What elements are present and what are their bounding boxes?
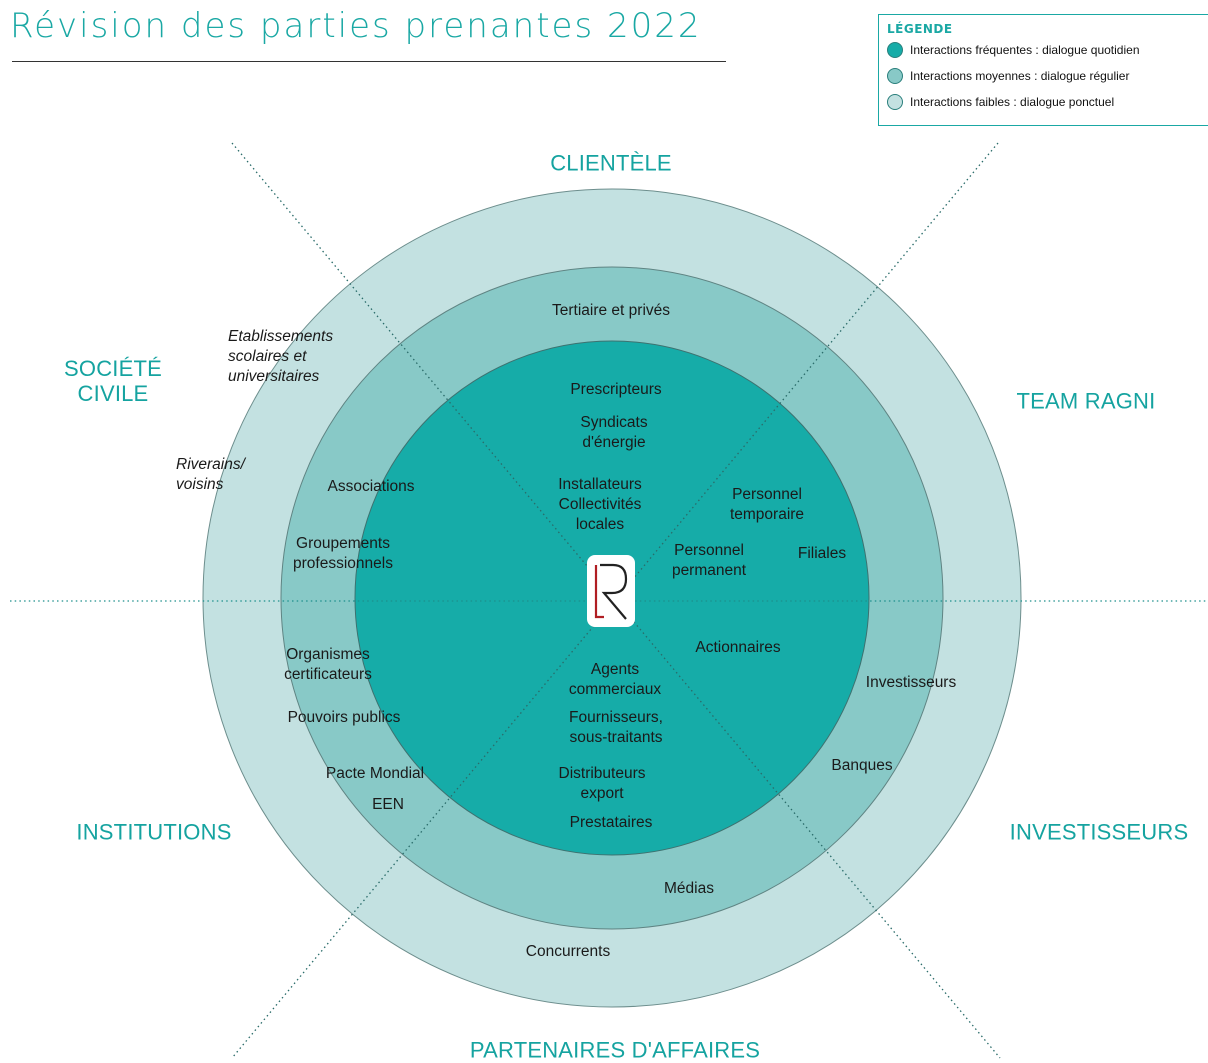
legend-label: Interactions moyennes : dialogue régulie… bbox=[910, 69, 1130, 83]
stakeholder-etablissements: Etablissements scolaires et universitair… bbox=[228, 328, 334, 385]
legend-swatch-icon bbox=[887, 68, 903, 84]
stakeholder-personnel-temporaire: Personnel temporaire bbox=[729, 486, 805, 523]
category-institutions: INSTITUTIONS bbox=[76, 819, 232, 845]
stakeholder-personnel-permanent: Personnel permanent bbox=[671, 542, 747, 579]
legend-item-low: Interactions faibles : dialogue ponctuel bbox=[887, 91, 1114, 113]
stakeholder-prestataires: Prestataires bbox=[569, 814, 653, 831]
legend-item-frequent: Interactions fréquentes : dialogue quoti… bbox=[887, 39, 1140, 61]
stakeholder-prescripteurs: Prescripteurs bbox=[570, 381, 662, 398]
legend: LÉGENDE Interactions fréquentes : dialog… bbox=[878, 14, 1208, 126]
category-clientele: CLIENTÈLE bbox=[550, 150, 672, 176]
stakeholder-installateurs: Installateurs Collectivités locales bbox=[558, 476, 642, 533]
stakeholder-groupements: Groupements professionnels bbox=[293, 535, 393, 572]
stakeholder-syndicats: Syndicats d'énergie bbox=[580, 414, 648, 451]
legend-swatch-icon bbox=[887, 42, 903, 58]
category-partenaires: PARTENAIRES D'AFFAIRES bbox=[469, 1037, 761, 1063]
diagonal-divider-2 bbox=[231, 142, 999, 1059]
stakeholder-riverains: Riverains/ voisins bbox=[176, 456, 245, 493]
stakeholder-concurrents: Concurrents bbox=[525, 943, 611, 960]
page-title: Révision des parties prenantes 2022 bbox=[10, 6, 702, 46]
stakeholder-medias: Médias bbox=[664, 880, 714, 897]
stakeholder-investisseurs: Investisseurs bbox=[865, 674, 957, 691]
title-underline bbox=[12, 61, 726, 62]
stakeholder-agents: Agents commerciaux bbox=[568, 661, 662, 698]
stakeholder-pouvoirs: Pouvoirs publics bbox=[287, 709, 401, 726]
stakeholder-organismes: Organismes certificateurs bbox=[284, 646, 372, 683]
stakeholder-fournisseurs: Fournisseurs, sous-traitants bbox=[569, 709, 663, 746]
legend-label: Interactions faibles : dialogue ponctuel bbox=[910, 95, 1115, 109]
ragni-logo bbox=[587, 555, 635, 627]
stakeholder-filiales: Filiales bbox=[797, 545, 847, 562]
legend-swatch-icon bbox=[887, 94, 903, 110]
legend-item-moderate: Interactions moyennes : dialogue régulie… bbox=[887, 65, 1129, 87]
stakeholder-een: EEN bbox=[372, 796, 404, 813]
category-societe-civile: SOCIÉTÉ CIVILE bbox=[64, 356, 162, 406]
stakeholder-actionnaires: Actionnaires bbox=[695, 639, 781, 656]
legend-label: Interactions fréquentes : dialogue quoti… bbox=[910, 43, 1140, 57]
category-investisseurs: INVESTISSEURS bbox=[1009, 819, 1189, 845]
stakeholder-pacte: Pacte Mondial bbox=[325, 765, 425, 782]
stakeholder-associations: Associations bbox=[327, 478, 415, 495]
stakeholder-tertiaire: Tertiaire et privés bbox=[551, 302, 671, 319]
category-team-ragni: TEAM RAGNI bbox=[1016, 388, 1156, 414]
legend-title: LÉGENDE bbox=[887, 22, 953, 36]
stakeholder-banques: Banques bbox=[831, 757, 893, 774]
stakeholder-distributeurs: Distributeurs export bbox=[558, 765, 646, 802]
